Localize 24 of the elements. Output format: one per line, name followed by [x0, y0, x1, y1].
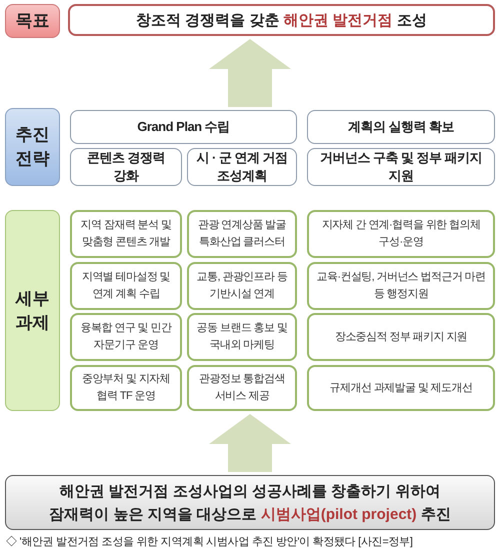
strategy-box: 시 · 군 연계 거점 조성계획 — [187, 148, 297, 186]
task-box: 중앙부처 및 지자체 협력 TF 운영 — [70, 365, 182, 411]
task-box: 관광정보 통합검색 서비스 제공 — [187, 365, 297, 411]
caption: ◇ '해안권 발전거점 조성을 위한 지역계획 시범사업 추진 방안'이 확정됐다 [사진=정부] — [6, 535, 413, 549]
task-box: 규제개선 과제발굴 및 제도개선 — [307, 365, 495, 411]
strategy-box: 콘텐츠 경쟁력 강화 — [70, 148, 182, 186]
task-box: 공동 브랜드 홍보 및 국내외 마케팅 — [187, 313, 297, 361]
task-box: 지역 잠재력 분석 및 맞춤형 콘텐츠 개발 — [70, 210, 182, 258]
section-label: 추진 전략 — [5, 108, 60, 186]
strategy-box: 거버넌스 구축 및 정부 패키지 지원 — [307, 148, 495, 186]
section-label: 세부 과제 — [5, 210, 60, 411]
task-box: 교육·컨설팅, 거버넌스 법적근거 마련 등 행정지원 — [307, 262, 495, 310]
section-label: 목표 — [5, 4, 60, 38]
strategy-box: 계획의 실행력 확보 — [307, 110, 495, 144]
task-box: 지역별 테마설정 및 연계 계획 수립 — [70, 262, 182, 310]
block-arrow — [209, 414, 291, 472]
task-box: 교통, 관광인프라 등 기반시설 연계 — [187, 262, 297, 310]
task-box: 지자체 간 연계·협력을 위한 협의체 구성·운영 — [307, 210, 495, 258]
task-box: 관광 연계상품 발굴 특화산업 클러스터 — [187, 210, 297, 258]
task-box: 장소중심적 정부 패키지 지원 — [307, 313, 495, 361]
summary-box: 해안권 발전거점 조성사업의 성공사례를 창출하기 위하여 잠재력이 높은 지역을 대상으로 시범사업(pilot project) 추진 — [5, 475, 495, 530]
strategy-box: Grand Plan 수립 — [70, 110, 297, 144]
goal-box: 창조적 경쟁력을 갖춘 해안권 발전거점 조성 — [68, 4, 495, 36]
task-box: 융복합 연구 및 민간 자문기구 운영 — [70, 313, 182, 361]
